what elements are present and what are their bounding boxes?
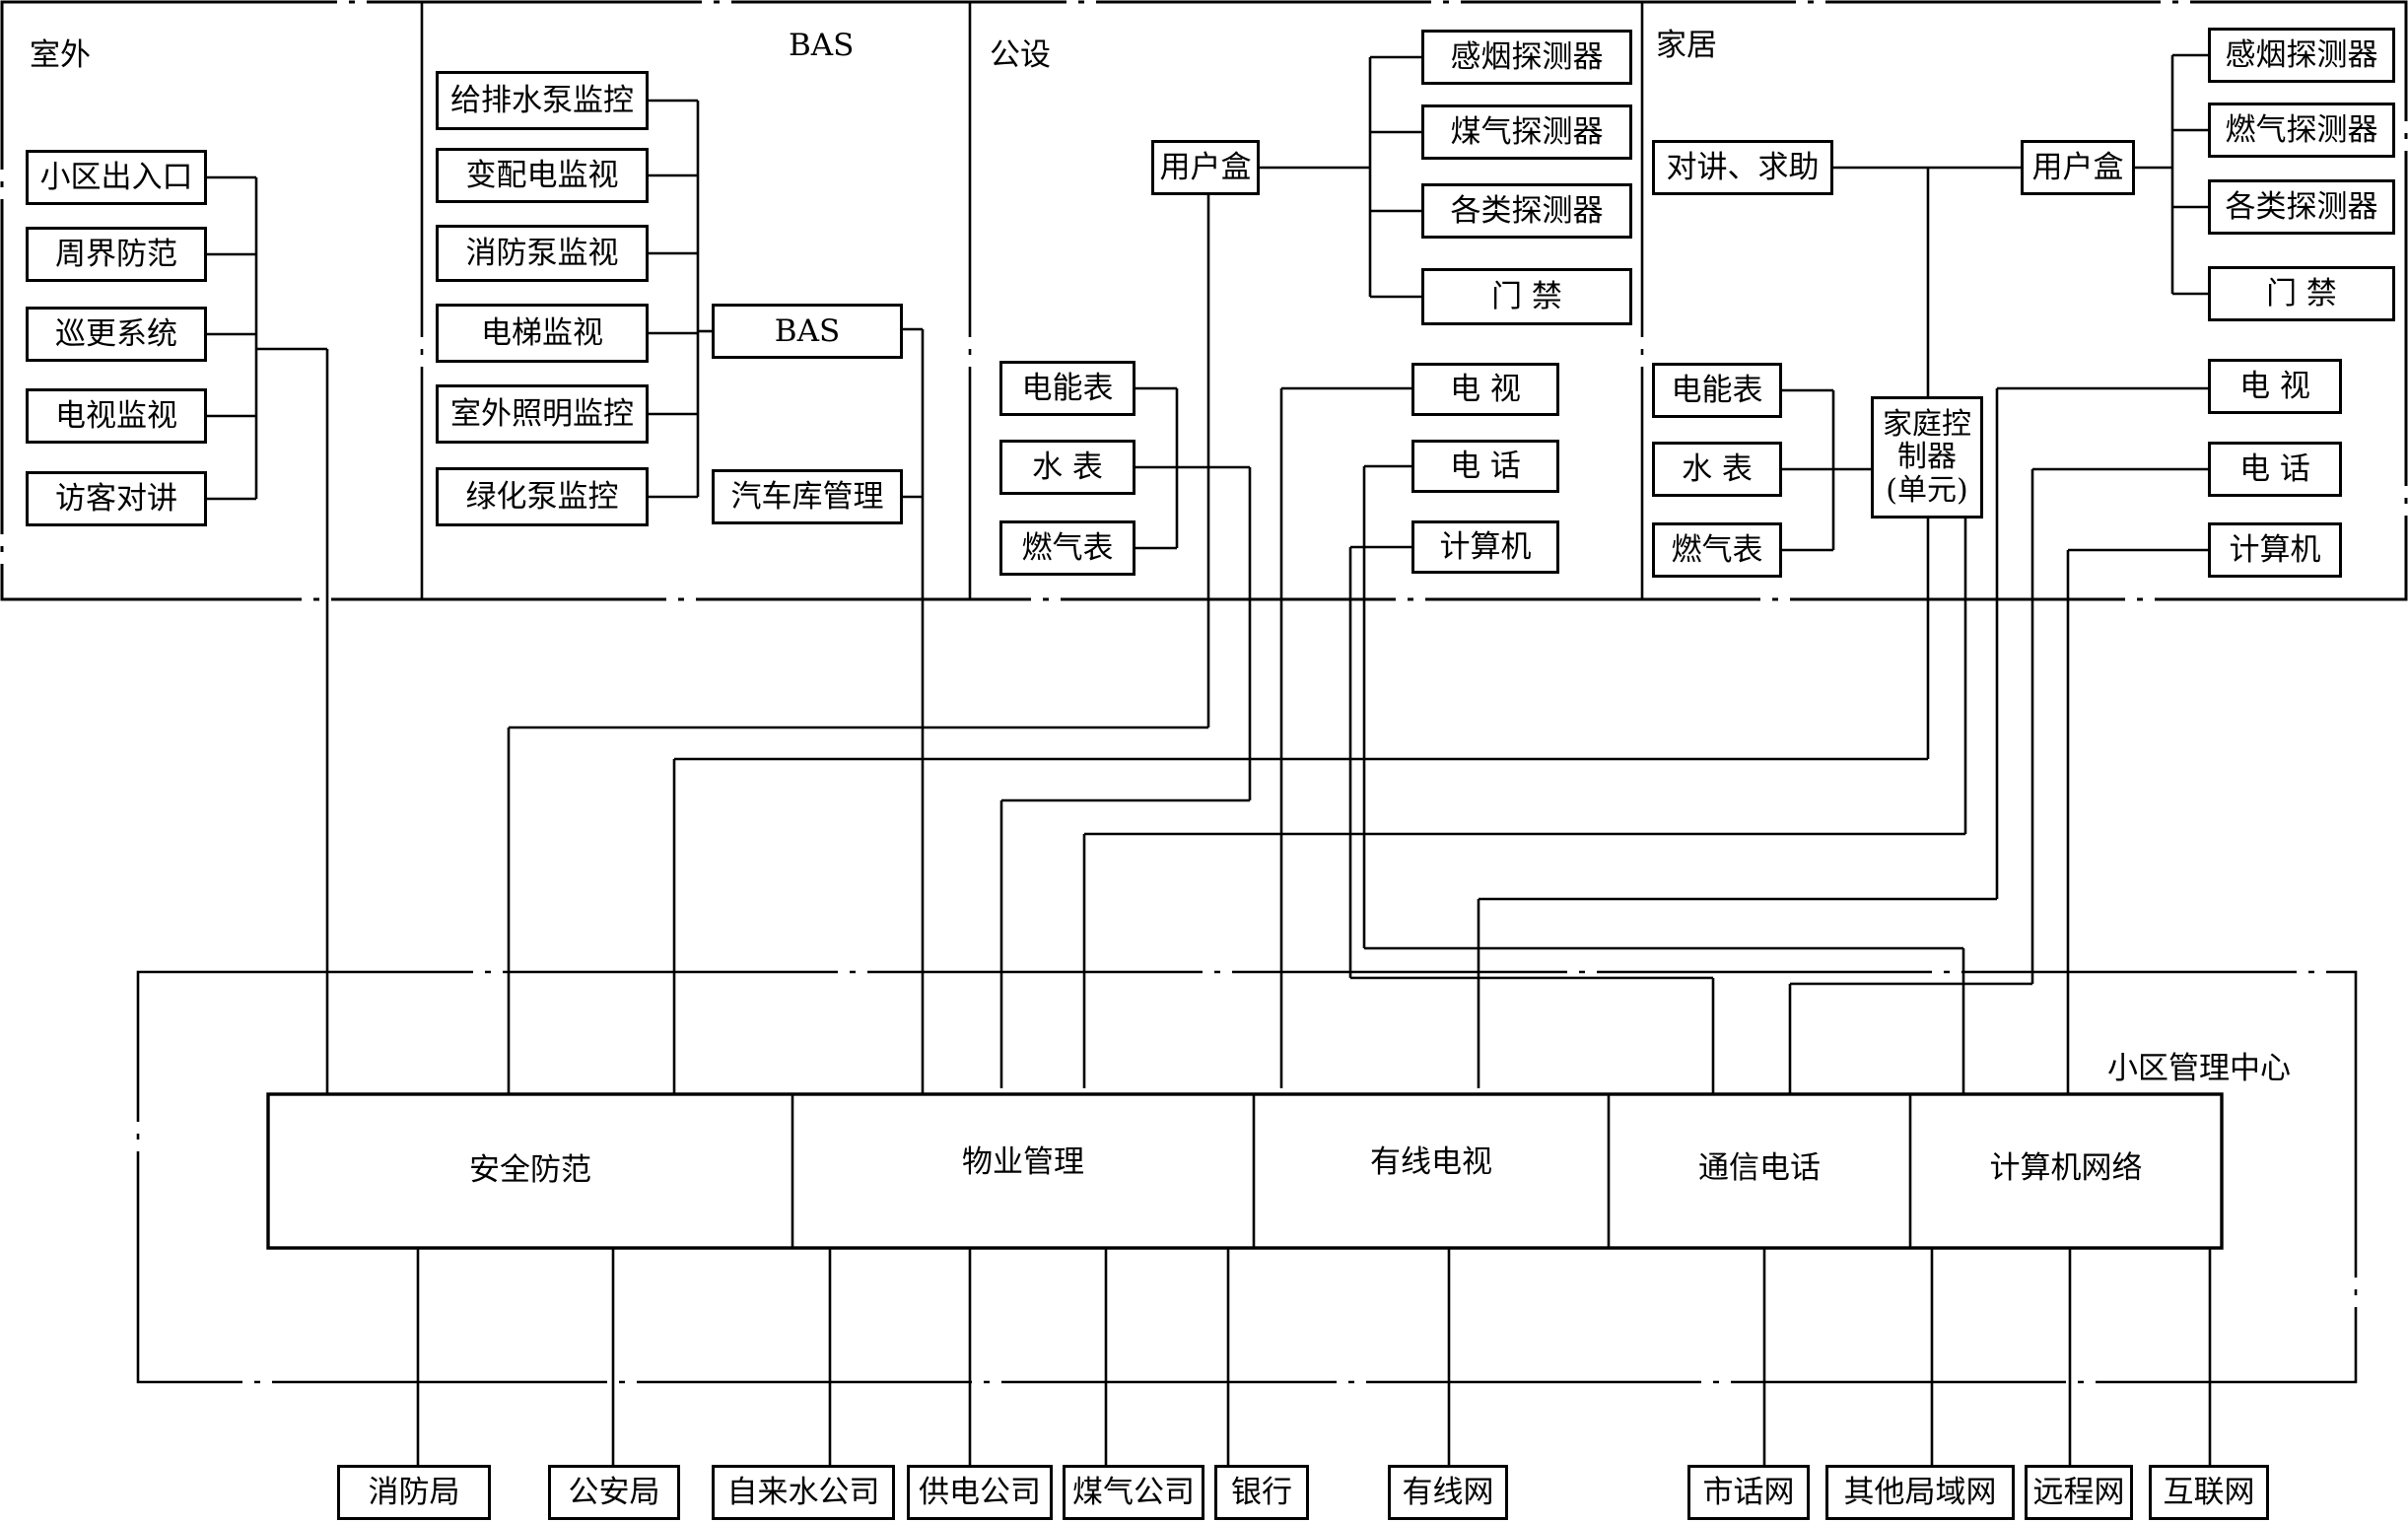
bas-item-fire-pump: 消防泵监视 [436, 225, 649, 282]
bas-item-greening-pump: 绿化泵监控 [436, 467, 649, 526]
outdoor-item-perimeter: 周界防范 [26, 227, 207, 282]
home-user-box: 用户盒 [2021, 140, 2135, 195]
bas-item-power-distribution: 变配电监视 [436, 148, 649, 203]
center-module-cable-tv: 有线电视 [1370, 1143, 1492, 1180]
center-module-property: 物业管理 [962, 1143, 1084, 1180]
region-title-public: 公设 [990, 37, 1051, 73]
bas-garage-management: 汽车库管理 [712, 469, 903, 524]
external-water-company: 自来水公司 [712, 1465, 895, 1520]
external-other-lan: 其他局域网 [1825, 1465, 2015, 1520]
home-water-meter: 水 表 [1652, 442, 1782, 497]
public-smoke-detector: 感烟探测器 [1421, 30, 1632, 85]
center-module-security: 安全防范 [469, 1151, 591, 1188]
home-other-detectors: 各类探测器 [2208, 179, 2395, 235]
public-other-detectors: 各类探测器 [1421, 183, 1632, 239]
home-electric-meter: 电能表 [1652, 363, 1782, 418]
public-tv: 电 视 [1411, 363, 1559, 416]
public-water-meter: 水 表 [999, 440, 1135, 495]
outdoor-item-visitor-intercom: 访客对讲 [26, 471, 207, 526]
home-controller: 家庭控制器(单元) [1871, 396, 1983, 519]
home-tv: 电 视 [2208, 359, 2342, 414]
external-bank: 银行 [1214, 1465, 1309, 1520]
outdoor-item-patrol: 巡更系统 [26, 307, 207, 362]
home-intercom-help: 对讲、求助 [1652, 140, 1833, 195]
home-access-control: 门 禁 [2208, 266, 2395, 321]
public-gas-meter: 燃气表 [999, 520, 1135, 576]
external-police-bureau: 公安局 [548, 1465, 680, 1520]
external-local-telephone: 市话网 [1687, 1465, 1810, 1520]
public-user-box: 用户盒 [1151, 140, 1260, 195]
external-power-company: 供电公司 [907, 1465, 1053, 1520]
home-smoke-detector: 感烟探测器 [2208, 28, 2395, 83]
external-internet: 互联网 [2149, 1465, 2269, 1520]
outdoor-item-entrance: 小区出入口 [26, 150, 207, 205]
region-title-bas: BAS [789, 28, 855, 63]
external-fire-bureau: 消防局 [337, 1465, 491, 1520]
bas-item-elevator: 电梯监视 [436, 304, 649, 363]
home-gas-detector: 燃气探测器 [2208, 103, 2395, 158]
external-cable-network: 有线网 [1388, 1465, 1508, 1520]
public-gas-detector: 煤气探测器 [1421, 104, 1632, 160]
public-access-control: 门 禁 [1421, 268, 1632, 325]
region-title-outdoor: 室外 [30, 37, 91, 73]
outdoor-item-cctv: 电视监视 [26, 388, 207, 444]
external-gas-company: 煤气公司 [1063, 1465, 1204, 1520]
center-module-network: 计算机网络 [1989, 1149, 2143, 1186]
external-remote-network: 远程网 [2025, 1465, 2133, 1520]
bas-item-water-pump: 给排水泵监控 [436, 71, 649, 130]
public-phone: 电 话 [1411, 440, 1559, 493]
region-title-home: 家居 [1656, 28, 1717, 63]
home-computer: 计算机 [2208, 522, 2342, 578]
home-gas-meter: 燃气表 [1652, 522, 1782, 578]
public-electric-meter: 电能表 [999, 361, 1135, 416]
bas-item-outdoor-lighting: 室外照明监控 [436, 384, 649, 444]
home-phone: 电 话 [2208, 442, 2342, 497]
public-computer: 计算机 [1411, 520, 1559, 574]
center-module-telecom: 通信电话 [1698, 1149, 1821, 1186]
region-title-center: 小区管理中心 [2107, 1051, 2291, 1086]
bas-hub: BAS [712, 304, 903, 359]
